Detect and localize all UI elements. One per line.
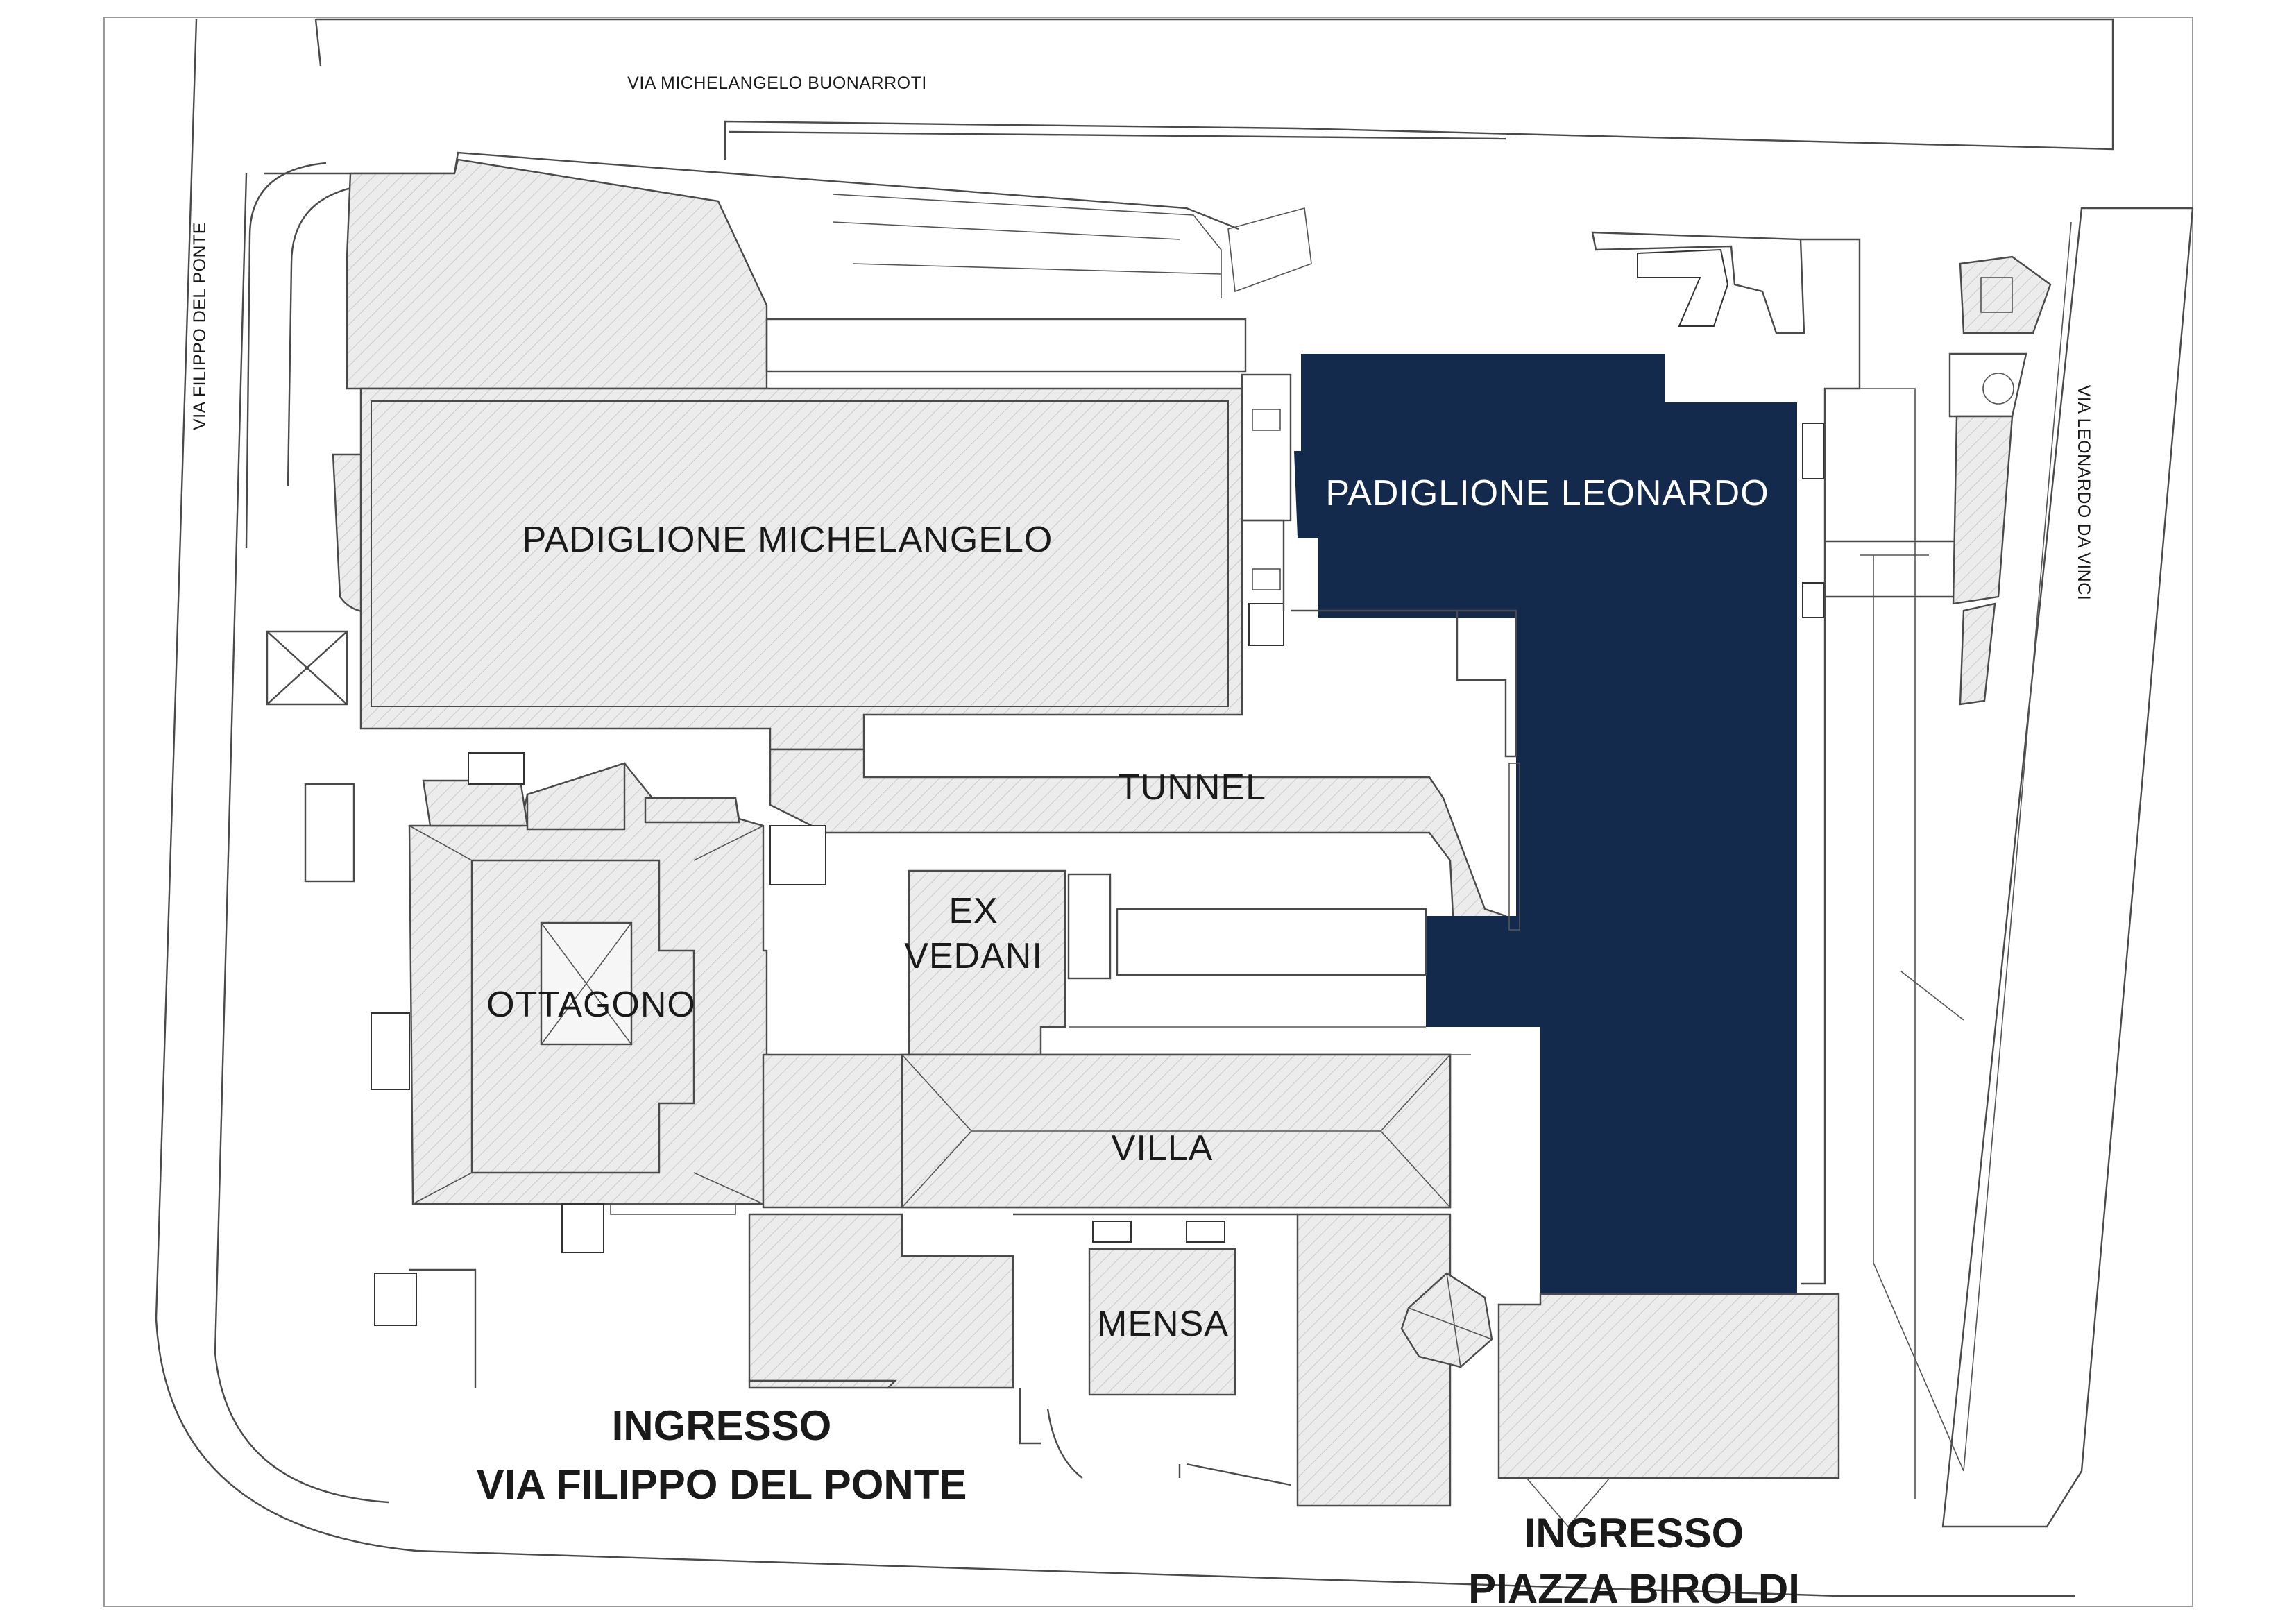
north-ramps	[832, 194, 1312, 298]
street-label-north: VIA MICHELANGELO BUONARROTI	[627, 74, 927, 93]
label-ottagono: OTTAGONO	[486, 985, 696, 1025]
label-ex-vedani-line2: VEDANI	[904, 936, 1043, 976]
label-padiglione-leonardo: PADIGLIONE LEONARDO	[1325, 473, 1769, 513]
west-stairs	[304, 783, 826, 1388]
label-padiglione-michelangelo: PADIGLIONE MICHELANGELO	[522, 520, 1053, 560]
kiosk-south	[1400, 1272, 1493, 1368]
label-entrance-west-line2: VIA FILIPPO DEL PONTE	[477, 1461, 967, 1508]
building-ottagono	[408, 752, 768, 1205]
entrance-steps	[1526, 1477, 1610, 1527]
street-label-east: VIA LEONARDO DA VINCI	[2074, 385, 2093, 601]
south-courtyards	[748, 1213, 1840, 1507]
building-mensa	[1088, 1221, 1236, 1396]
michelangelo-service-core	[1241, 373, 1292, 646]
building-villa	[762, 1053, 1452, 1209]
label-entrance-south-line2: PIAZZA BIROLDI	[1468, 1565, 1800, 1612]
building-michelangelo	[359, 387, 1243, 751]
street-label-west: VIA FILIPPO DEL PONTE	[190, 222, 210, 430]
label-ex-vedani-line1: EX	[949, 891, 998, 931]
label-tunnel: TUNNEL	[1118, 767, 1266, 808]
label-entrance-south-line1: INGRESSO	[1524, 1510, 1744, 1556]
east-kiosks	[1948, 255, 2052, 706]
building-leonardo	[1294, 354, 1797, 1294]
label-mensa: MENSA	[1097, 1304, 1229, 1344]
east-service-strip	[1591, 231, 1986, 1499]
label-villa: VILLA	[1112, 1128, 1214, 1169]
label-entrance-west-line1: INGRESSO	[612, 1402, 832, 1449]
map-frame	[103, 17, 2193, 1607]
street-outlines	[155, 18, 2194, 1597]
east-connector	[1291, 609, 1520, 931]
